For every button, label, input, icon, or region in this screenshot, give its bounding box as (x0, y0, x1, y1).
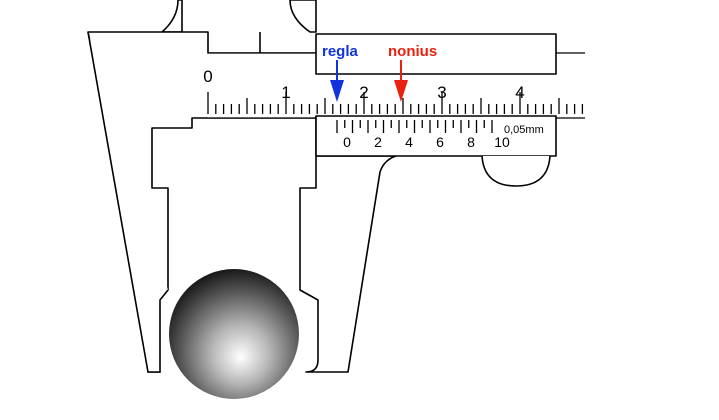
movable-jaw (299, 117, 397, 373)
vernier-resolution-label: 0,05mm (504, 124, 544, 136)
vernier-label: 8 (467, 134, 475, 150)
vernier-label: 10 (494, 134, 510, 150)
regla-arrow (330, 60, 344, 102)
main-scale-ticks (207, 92, 584, 114)
main-scale-label: 4 (515, 83, 524, 102)
vernier-scale-ticks (336, 120, 493, 133)
upper-jaw (161, 0, 183, 33)
upper-jaw-right (289, 0, 317, 33)
vernier-plate (315, 115, 557, 157)
nonius-arrow (394, 60, 408, 102)
vernier-label: 6 (436, 134, 444, 150)
main-scale-label: 2 (359, 83, 368, 102)
main-scale-label: 3 (437, 83, 446, 102)
measured-ball (169, 269, 299, 399)
thumb-wheel (481, 155, 551, 187)
regla-label: regla (322, 43, 359, 60)
fixed-jaw-outer (87, 31, 169, 373)
main-scale-label: 1 (281, 83, 290, 102)
vernier-label: 4 (405, 134, 413, 150)
vernier-scale-labels: 0 2 4 6 8 10 (343, 134, 510, 150)
main-scale-label: 0 (203, 67, 212, 86)
main-scale-labels: 0 1 2 3 4 (203, 67, 524, 102)
vernier-label: 0 (343, 134, 351, 150)
slider-upper-box (315, 33, 557, 75)
nonius-label: nonius (388, 43, 437, 60)
vernier-label: 2 (374, 134, 382, 150)
